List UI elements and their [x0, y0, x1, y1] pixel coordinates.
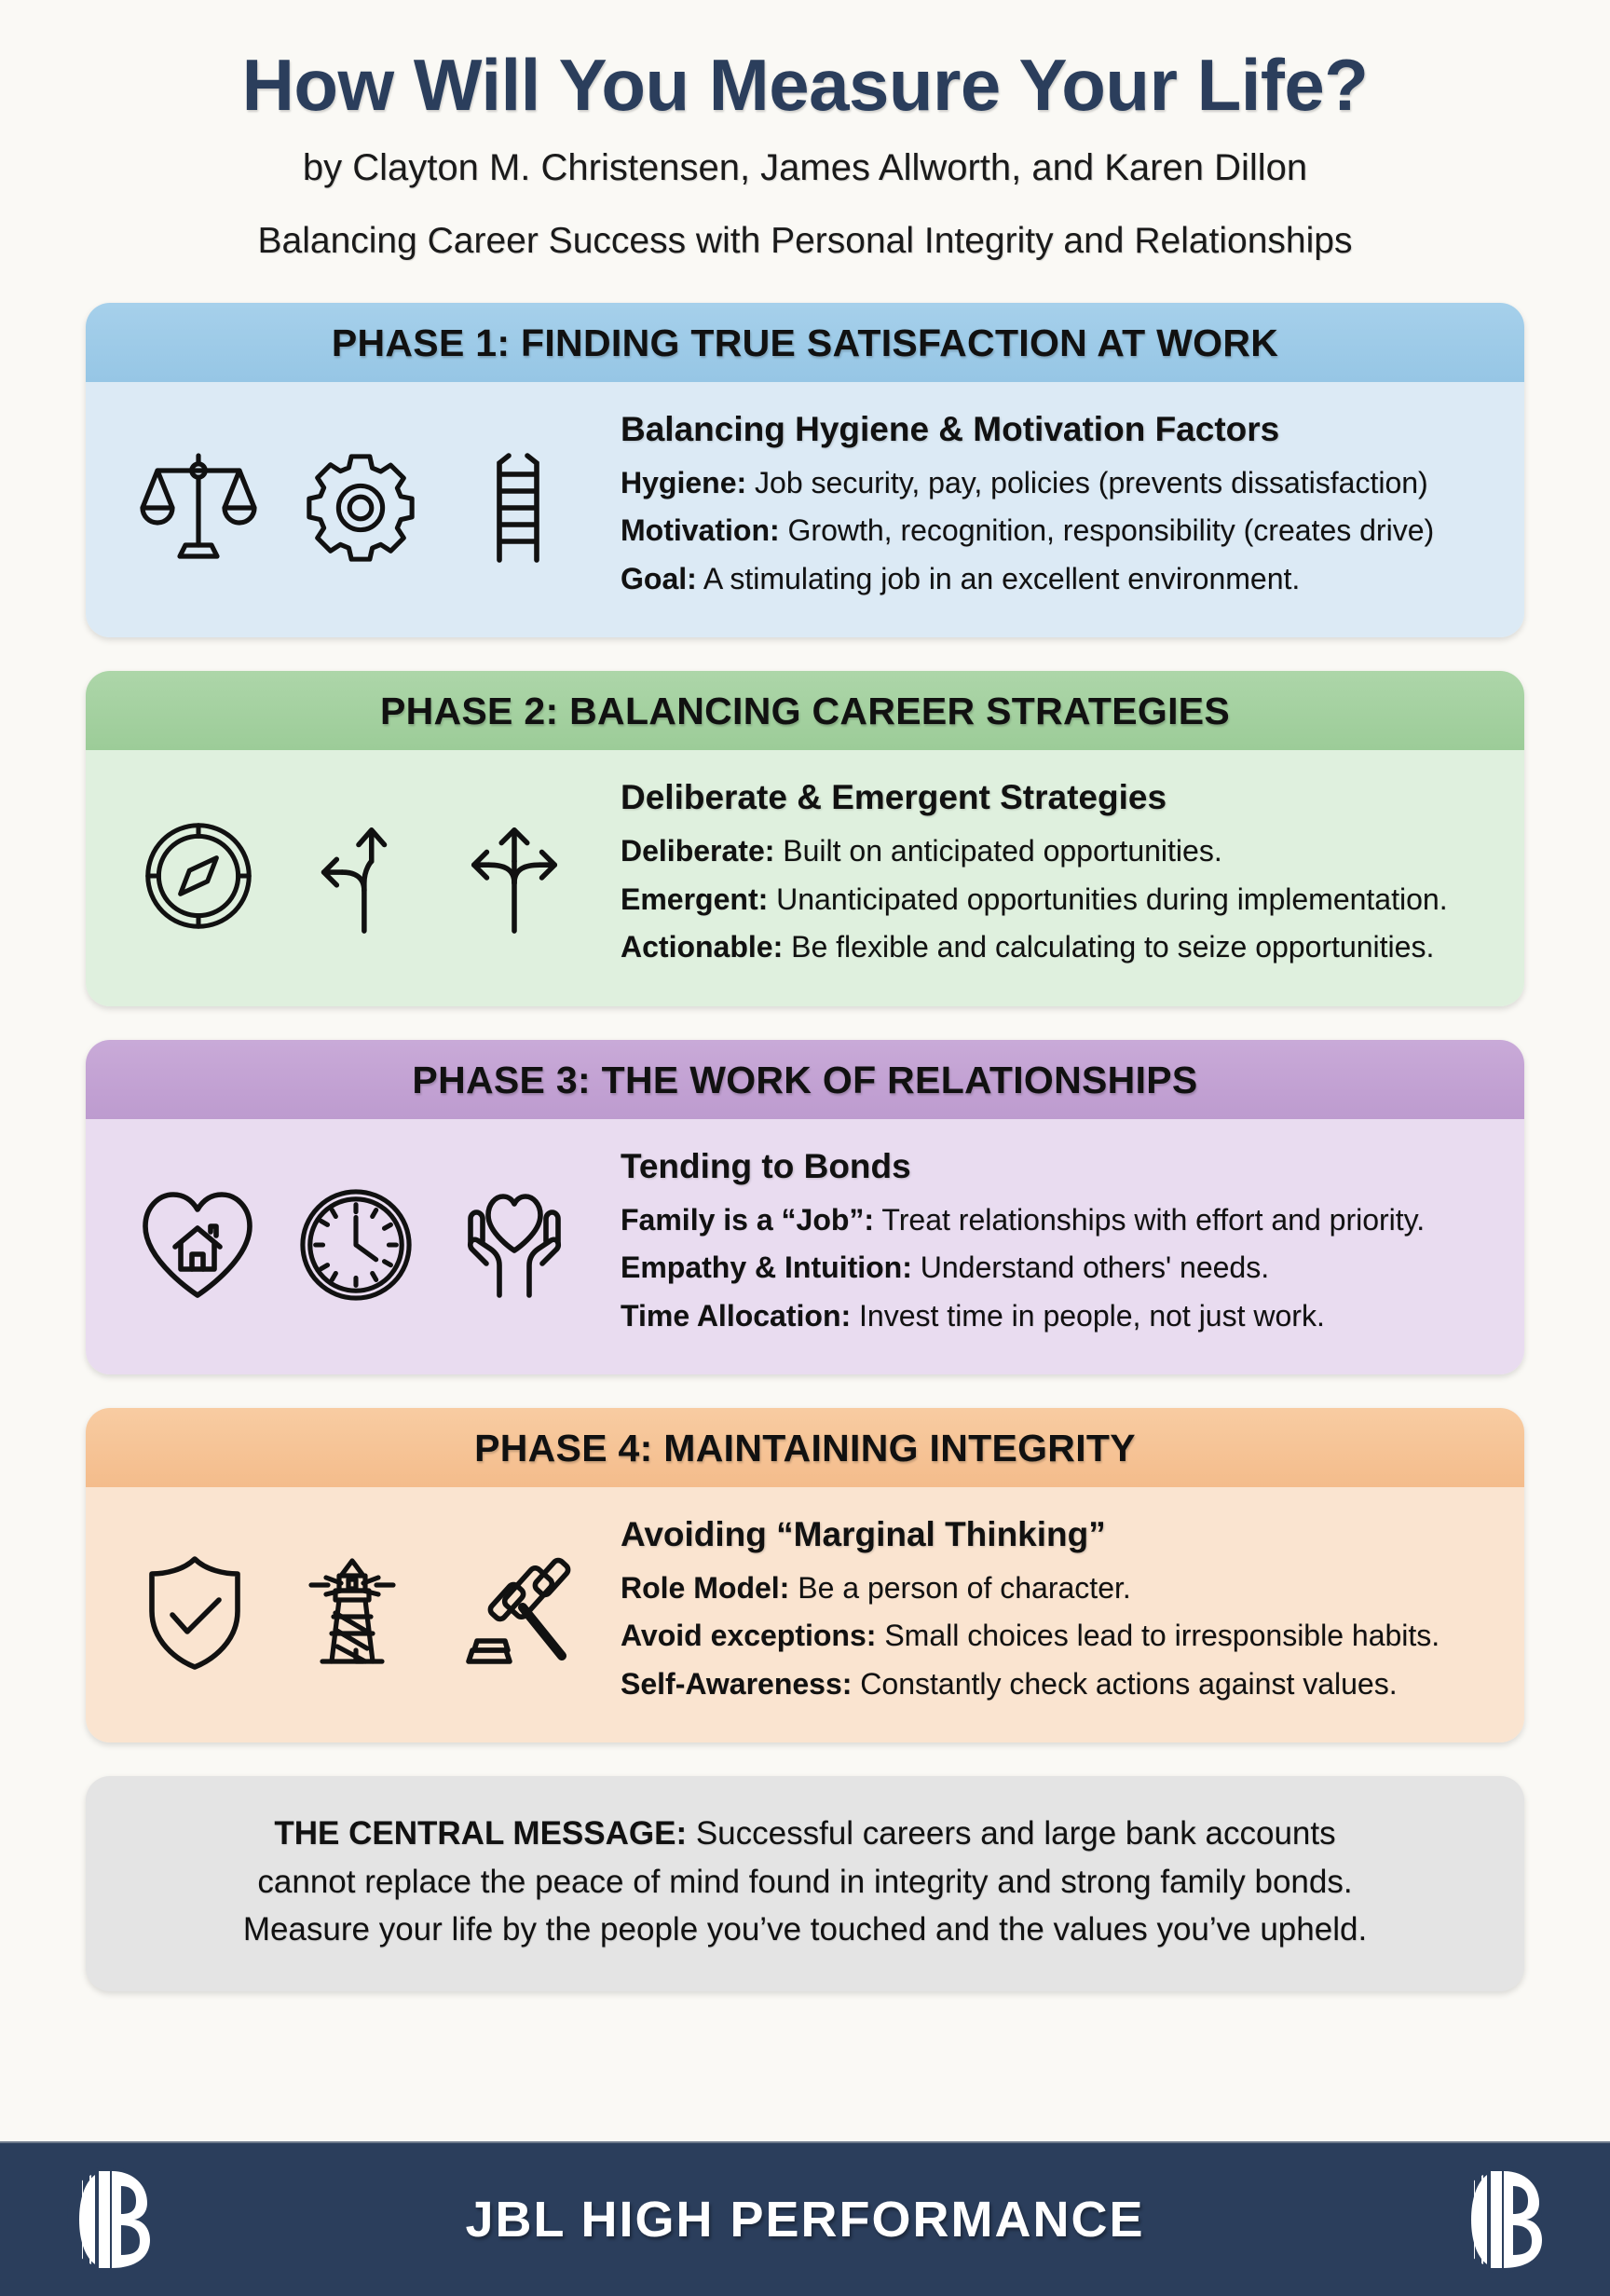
phase-2-point-3: Actionable: Be flexible and calculating … — [621, 930, 1435, 964]
phase-2-heading: PHASE 2: BALANCING CAREER STRATEGIES — [86, 671, 1524, 751]
phase-2-subheading: Deliberate & Emergent Strategies — [621, 778, 1167, 817]
phase-card-1: PHASE 1: FINDING TRUE SATISFACTION AT WO… — [86, 303, 1524, 638]
gavel-icon — [454, 1555, 573, 1671]
heart-house-icon — [138, 1186, 257, 1304]
lighthouse-icon — [293, 1553, 412, 1673]
jbl-monogram-logo-left — [54, 2162, 164, 2277]
authors-line: by Clayton M. Christensen, James Allwort… — [302, 147, 1308, 188]
phase-card-4: PHASE 4: MAINTAINING INTEGRITY — [86, 1407, 1524, 1743]
footer-brand-text: JBL HIGH PERFORMANCE — [465, 2192, 1145, 2248]
phase-2-point-2: Emergent: Unanticipated opportunities du… — [621, 882, 1448, 916]
central-message-line-1: THE CENTRAL MESSAGE: Successful careers … — [274, 1815, 1336, 1852]
phase-1-body: Balancing Hygiene & Motivation Factors H… — [86, 382, 1524, 638]
phase-1-icon-group — [95, 448, 617, 567]
phase-4-point-1: Role Model: Be a person of character. — [621, 1570, 1131, 1605]
footer-bar: JBL HIGH PERFORMANCE — [0, 2141, 1610, 2296]
trident-arrow-icon — [457, 817, 571, 935]
phase-4-body: Avoiding “Marginal Thinking” Role Model:… — [86, 1486, 1524, 1743]
jbl-monogram-logo-right — [1446, 2162, 1556, 2277]
hands-holding-heart-icon — [455, 1186, 574, 1304]
phase-3-subheading: Tending to Bonds — [621, 1146, 911, 1185]
header: How Will You Measure Your Life? by Clayt… — [0, 0, 1610, 262]
phase-4-heading: PHASE 4: MAINTAINING INTEGRITY — [86, 1407, 1524, 1487]
compass-icon — [141, 818, 256, 934]
phase-4-icon-group — [95, 1553, 617, 1673]
phase-1-heading: PHASE 1: FINDING TRUE SATISFACTION AT WO… — [86, 303, 1524, 382]
phase-3-point-3: Time Allocation: Invest time in people, … — [621, 1298, 1325, 1332]
phase-1-content: Balancing Hygiene & Motivation Factors H… — [617, 410, 1493, 606]
fork-arrow-icon — [303, 817, 411, 935]
phase-3-body: Tending to Bonds Family is a “Job”: Trea… — [86, 1118, 1524, 1374]
shield-check-icon — [139, 1553, 251, 1673]
phase-3-content: Tending to Bonds Family is a “Job”: Trea… — [617, 1147, 1493, 1343]
ladder-icon — [463, 448, 573, 567]
phase-1-point-1: Hygiene: Job security, pay, policies (pr… — [621, 466, 1428, 499]
phase-3-heading: PHASE 3: THE WORK OF RELATIONSHIPS — [86, 1039, 1524, 1119]
phase-2-point-1: Deliberate: Built on anticipated opportu… — [621, 834, 1222, 868]
phase-card-3: PHASE 3: THE WORK OF RELATIONSHIPS — [86, 1039, 1524, 1374]
subtitle-line: Balancing Career Success with Personal I… — [257, 221, 1353, 261]
phase-1-point-3: Goal: A stimulating job in an excellent … — [621, 561, 1301, 595]
phase-card-list: PHASE 1: FINDING TRUE SATISFACTION AT WO… — [0, 303, 1610, 1743]
phase-3-icon-group — [95, 1186, 617, 1304]
phase-4-subheading: Avoiding “Marginal Thinking” — [621, 1514, 1106, 1553]
phase-2-icon-group — [95, 817, 617, 935]
clock-icon — [297, 1186, 415, 1304]
gear-icon — [302, 449, 419, 567]
phase-4-point-2: Avoid exceptions: Small choices lead to … — [621, 1619, 1440, 1653]
phase-4-point-3: Self-Awareness: Constantly check actions… — [621, 1666, 1398, 1701]
phase-4-content: Avoiding “Marginal Thinking” Role Model:… — [617, 1515, 1493, 1711]
central-message-card: THE CENTRAL MESSAGE: Successful careers … — [86, 1776, 1524, 1991]
scales-icon — [139, 448, 258, 567]
page-title: How Will You Measure Your Life? — [241, 44, 1369, 126]
phase-3-point-1: Family is a “Job”: Treat relationships w… — [621, 1202, 1426, 1237]
phase-card-2: PHASE 2: BALANCING CAREER STRATEGIES — [86, 671, 1524, 1006]
phase-1-point-2: Motivation: Growth, recognition, respons… — [621, 513, 1435, 548]
phase-1-subheading: Balancing Hygiene & Motivation Factors — [621, 410, 1280, 448]
central-message-line-3: Measure your life by the people you’ve t… — [242, 1911, 1368, 1948]
central-message-line-2: cannot replace the peace of mind found i… — [257, 1863, 1353, 1900]
phase-3-point-2: Empathy & Intuition: Understand others' … — [621, 1250, 1270, 1285]
phase-2-body: Deliberate & Emergent Strategies Deliber… — [86, 750, 1524, 1006]
phase-2-content: Deliberate & Emergent Strategies Deliber… — [617, 778, 1493, 974]
